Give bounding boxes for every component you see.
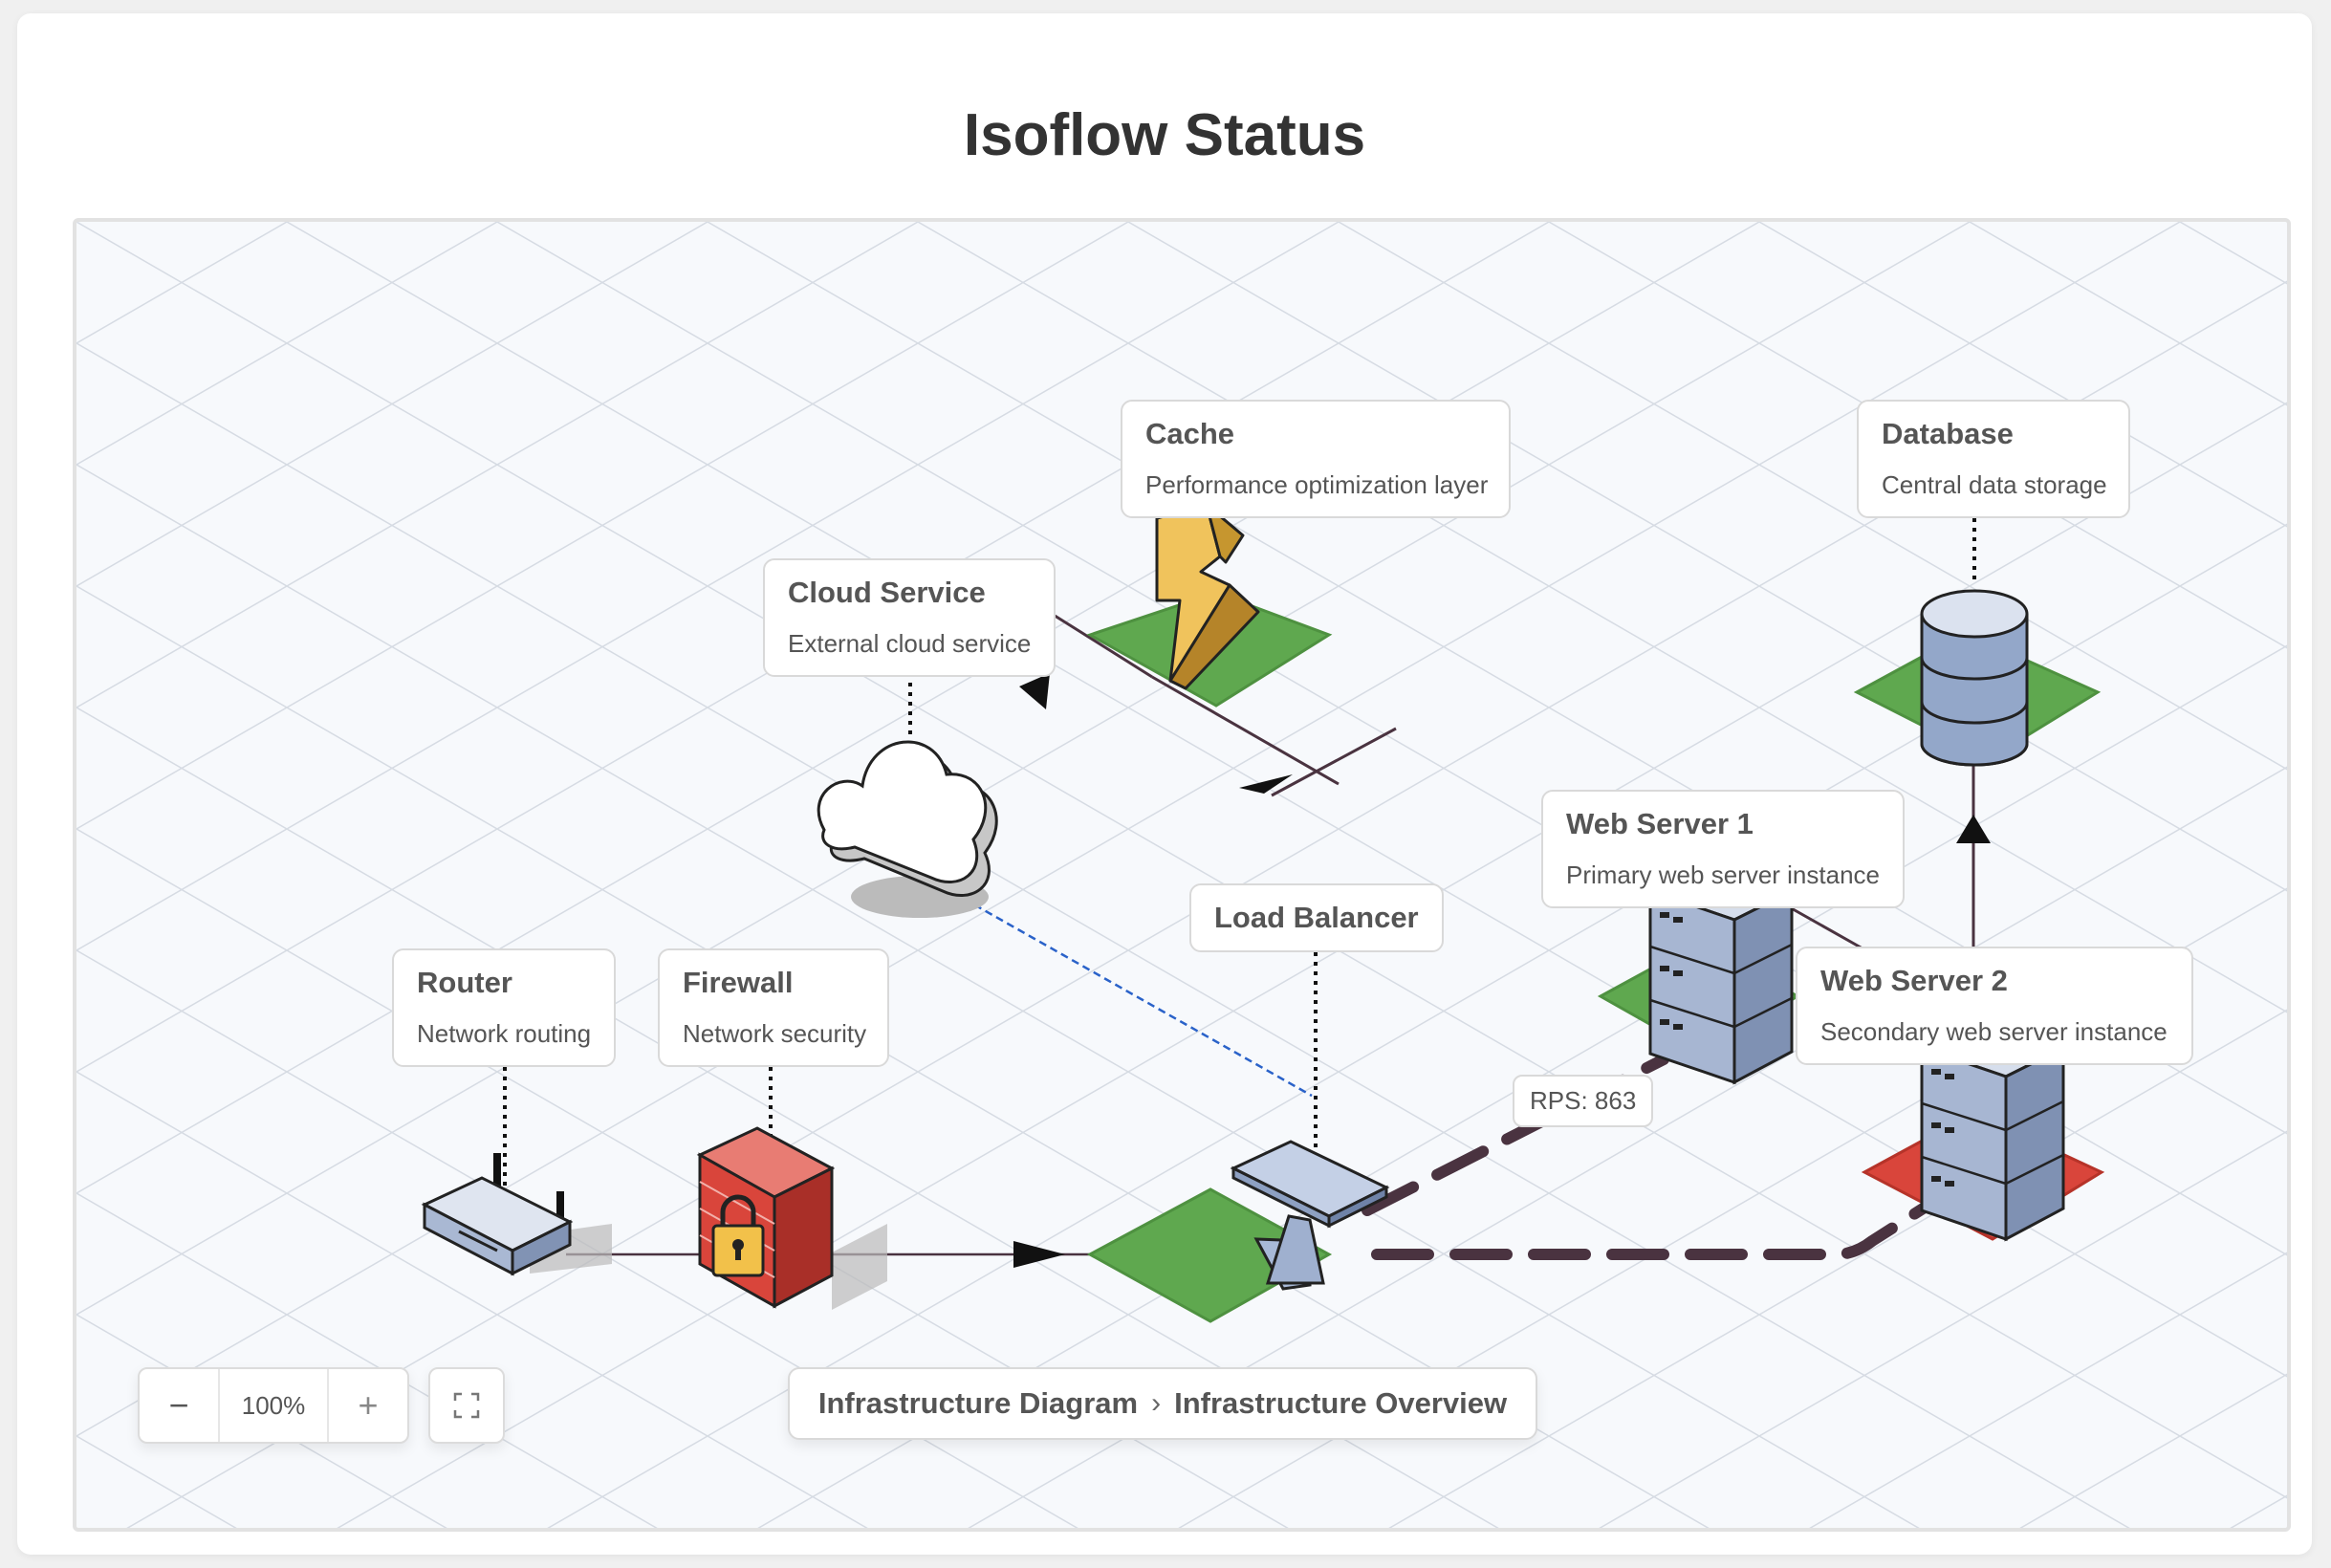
zoom-in-button[interactable]: +	[327, 1369, 407, 1442]
lightning-icon[interactable]	[1155, 503, 1260, 690]
connection-web1-web2[interactable]	[1787, 904, 1863, 950]
web-server-1-subtitle: Primary web server instance	[1566, 860, 1880, 889]
database-icon[interactable]	[1920, 589, 2029, 767]
cloud-icon[interactable]	[817, 740, 998, 918]
page-title: Isoflow Status	[963, 102, 1366, 168]
cloud-service-title: Cloud Service	[788, 576, 986, 609]
cache-title: Cache	[1145, 417, 1235, 450]
connection-web2-database[interactable]	[1956, 757, 1991, 948]
load-balancer-icon[interactable]	[1230, 1140, 1390, 1291]
diagram-canvas[interactable]: Cache Performance optimization layer Dat…	[73, 218, 2291, 1532]
fullscreen-icon	[453, 1392, 480, 1419]
cache-subtitle: Performance optimization layer	[1145, 470, 1489, 499]
router-subtitle: Network routing	[417, 1019, 592, 1048]
label-cache[interactable]: Cache Performance optimization layer	[1121, 400, 1511, 518]
breadcrumb-separator: ›	[1151, 1387, 1162, 1419]
router-title: Router	[417, 966, 512, 999]
breadcrumb: Infrastructure Diagram › Infrastructure …	[788, 1367, 1537, 1440]
load-balancer-title: Load Balancer	[1214, 901, 1419, 934]
connection-cloud-lb[interactable]	[963, 897, 1313, 1098]
label-web-server-1[interactable]: Web Server 1 Primary web server instance	[1541, 790, 1905, 908]
label-web-server-2[interactable]: Web Server 2 Secondary web server instan…	[1796, 947, 2193, 1065]
rps-metric-label: RPS: 863	[1513, 1075, 1654, 1127]
zoom-level: 100%	[241, 1390, 306, 1420]
label-leaders	[503, 518, 1976, 1197]
label-firewall[interactable]: Firewall Network security	[658, 948, 889, 1067]
web-server-1-title: Web Server 1	[1566, 807, 1754, 840]
connection-web1-database[interactable]	[1239, 727, 1397, 797]
status-card: Isoflow Status	[17, 13, 2312, 1555]
connection-cache-web1[interactable]	[1019, 612, 1340, 786]
connection-lb-web2-dashed[interactable]	[1371, 1191, 1947, 1260]
label-cloud-service[interactable]: Cloud Service External cloud service	[763, 558, 1056, 677]
zoom-controls: − 100% +	[138, 1367, 409, 1444]
web-server-2-subtitle: Secondary web server instance	[1820, 1017, 2168, 1046]
router-icon[interactable]	[421, 1153, 612, 1276]
firewall-title: Firewall	[683, 966, 794, 999]
label-router[interactable]: Router Network routing	[392, 948, 616, 1067]
breadcrumb-item-overview[interactable]: Infrastructure Overview	[1174, 1386, 1508, 1420]
database-title: Database	[1882, 417, 2014, 450]
tile-load-balancer	[1086, 1187, 1333, 1323]
label-load-balancer[interactable]: Load Balancer	[1189, 883, 1444, 952]
zoom-out-button[interactable]: −	[140, 1369, 220, 1442]
breadcrumb-item-diagram[interactable]: Infrastructure Diagram	[817, 1386, 1139, 1420]
database-subtitle: Central data storage	[1882, 470, 2107, 499]
firewall-subtitle: Network security	[683, 1019, 867, 1048]
fullscreen-button[interactable]	[428, 1367, 505, 1444]
cloud-service-subtitle: External cloud service	[788, 629, 1032, 658]
label-database[interactable]: Database Central data storage	[1857, 400, 2130, 518]
web-server-2-title: Web Server 2	[1820, 964, 2008, 997]
firewall-icon[interactable]	[696, 1126, 887, 1310]
